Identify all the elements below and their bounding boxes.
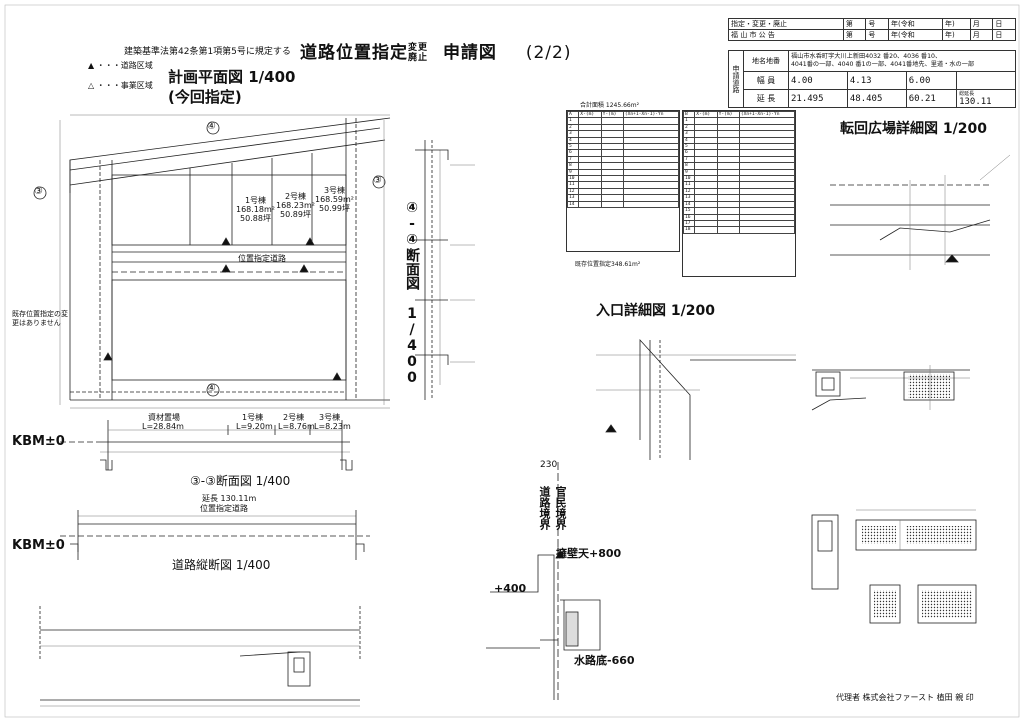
section33-dim-yard: L=28.84m [142, 422, 184, 431]
ditch-bottom-label: 水路底-660 [574, 654, 635, 667]
section33-dim-2: L=8.76m [278, 422, 315, 431]
profile-road-label: 位置指定道路 [200, 504, 248, 513]
road-boundary-label: 道路境界 [538, 486, 551, 530]
title-main: 道路位置指定 [300, 43, 408, 63]
plan-subtitle: (今回指定) [168, 88, 242, 106]
outline-triangle-icon: △ [88, 81, 95, 90]
existing-note: 既存位置指定の変更はありません [12, 310, 68, 327]
length-3: 60.21 [905, 89, 958, 108]
section33-dim-1: L=9.20m [236, 422, 273, 431]
marker-3-left: ③ [34, 186, 43, 197]
title-doc: 申請図 [442, 43, 497, 63]
length-1: 21.495 [788, 89, 848, 108]
legend-road-area: ▲ ・・・道路区域 [88, 61, 153, 70]
boundary-top-number: 230 [540, 460, 558, 470]
address-label: 地名地番 [743, 50, 789, 72]
width-label: 幅 員 [743, 71, 789, 90]
filled-triangle-icon: ▲ [88, 61, 95, 70]
marker-4-top: ④ [207, 121, 216, 132]
tb-r2-c1: 福 山 市 公 告 [728, 29, 844, 41]
length-label: 延 長 [743, 89, 789, 108]
plan-title: 計画平面図 1/400 [168, 68, 296, 86]
marker-4-bottom: ④ [207, 383, 216, 394]
width-1: 4.00 [788, 71, 848, 90]
total-area: 合計面積 1245.66m² [580, 102, 639, 109]
address-line1: 福山市水呑町字大川上新田4032 番20、4036 番10、 [791, 53, 942, 60]
wall-top-label: 擁壁天+800 [556, 547, 622, 560]
length-2: 48.405 [846, 89, 907, 108]
title-change: 変更 [408, 43, 429, 53]
header-subtitle: 建築基準法第42条第1項第5号に規定する [124, 47, 291, 57]
title-block: 指定・変更・廃止 第 号 年(令和 年) 月 日 福 山 市 公 告 第 号 年… [728, 18, 1016, 41]
entrance-title: 入口詳細図 1/200 [596, 303, 715, 319]
title-abolish: 廃止 [408, 53, 429, 63]
existing-area: 既存位置指定348.61m² [575, 261, 641, 268]
section33-label-1: 1号棟 [242, 413, 264, 422]
section33-label-3: 3号棟 [319, 413, 341, 422]
header-title: 道路位置指定 変更 廃止 申請図 (2/2) [300, 38, 571, 63]
road-info-table: 申請道路 地名地番 福山市水呑町字大川上新田4032 番20、4036 番10、… [728, 50, 1016, 108]
profile-title: 道路縦断図 1/400 [172, 558, 271, 572]
kbm-label-1: KBM±0 [12, 434, 65, 449]
turnaround-title: 転回広場詳細図 1/200 [840, 121, 987, 137]
width-2: 4.13 [846, 71, 907, 90]
title-page: (2/2) [525, 43, 572, 63]
lot-2: 2号棟 168.23m² 50.89坪 [276, 192, 315, 219]
section33-label-2: 2号棟 [283, 413, 305, 422]
section33-dim-3: L=8.23m [314, 422, 351, 431]
address-line2: 4041番の一部、4040 番1の一部、4041番地先、里道・水の一部 [791, 61, 975, 68]
public-private-boundary-label: 官民境界 [554, 486, 567, 530]
section44-title: ④-④断面図 1/400 [404, 200, 420, 386]
section33-label-yard: 資材置場 [148, 413, 180, 422]
legend-project-area: △ ・・・事業区域 [88, 81, 153, 90]
side-label: 申請道路 [728, 50, 744, 108]
lot-3: 3号棟 168.59m² 50.99坪 [315, 186, 354, 213]
kbm-label-2: KBM±0 [12, 538, 65, 553]
section33-title: ③-③断面図 1/400 [190, 474, 291, 488]
marker-3-right: ③ [373, 175, 382, 186]
tb-r1-c1: 指定・変更・廃止 [728, 18, 844, 30]
agent-footer: 代理者 株式会社ファースト 植田 親 印 [836, 693, 974, 702]
total-length: 総延長 130.11 [956, 89, 1016, 108]
plan-road-label: 位置指定道路 [238, 254, 286, 263]
width-3: 6.00 [905, 71, 958, 90]
profile-extension: 延長 130.11m [202, 494, 257, 503]
lot-1: 1号棟 168.18m² 50.88坪 [236, 196, 275, 223]
plus-400-label: +400 [494, 582, 527, 595]
